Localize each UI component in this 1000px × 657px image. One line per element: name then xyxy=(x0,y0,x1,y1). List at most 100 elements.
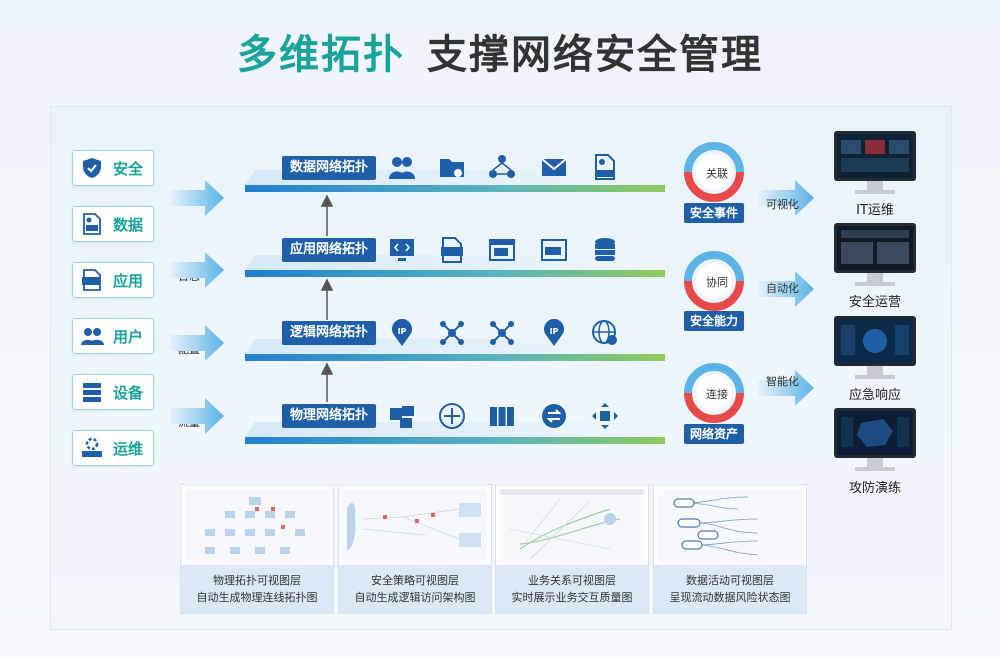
card-subtitle: 自动生成物理连线拓扑图 xyxy=(196,591,318,604)
monitor-security-ops xyxy=(834,223,916,286)
card-caption: 安全策略可视图层自动生成逻辑访问架构图 xyxy=(339,565,491,613)
card-caption: 数据活动可视图层呈现流动数据风险状态图 xyxy=(654,565,806,613)
monitor-attack-defense xyxy=(834,408,916,471)
server-rack-icon xyxy=(490,407,514,426)
app-icon xyxy=(82,269,101,291)
database-icon xyxy=(595,238,615,261)
cycle-icon xyxy=(684,363,744,423)
category-label: 用户 xyxy=(113,327,144,346)
output-label-intel: 智能化 xyxy=(766,375,799,388)
svg-text:IP: IP xyxy=(550,327,559,336)
badge-security-capability: 安全能力 xyxy=(684,311,745,331)
cycle-label: 协同 xyxy=(706,276,728,289)
data-file-icon xyxy=(83,213,101,235)
card-security-policy: 安全策略可视图层自动生成逻辑访问架构图 xyxy=(338,484,492,614)
ip-pin-icon: IP xyxy=(544,319,564,346)
category-data: 数据 xyxy=(72,206,154,242)
card-title: 业务关系可视图层 xyxy=(528,574,616,587)
dat-file-icon xyxy=(595,154,615,180)
category-users: 用户 xyxy=(72,318,154,354)
cluster-icon xyxy=(490,321,514,345)
topology-thumbnail xyxy=(500,489,644,565)
cycle-label: 连接 xyxy=(706,388,728,401)
router-icon xyxy=(439,403,465,429)
api-window-icon xyxy=(489,239,515,261)
svg-text:IP: IP xyxy=(398,327,407,336)
input-arrows xyxy=(170,180,224,434)
cluster-icon xyxy=(440,321,464,345)
input-arrow xyxy=(170,325,224,361)
email-icon xyxy=(541,158,567,176)
badge-security-event: 安全事件 xyxy=(684,203,745,223)
ip-pin-icon: IP xyxy=(392,319,412,346)
layer-label-physical: 物理网络拓扑 xyxy=(282,404,377,428)
title-highlight: 多维拓扑 xyxy=(237,32,405,78)
globe-icon xyxy=(592,320,617,345)
code-monitor-icon xyxy=(390,239,414,261)
monitor-it-ops xyxy=(834,131,916,194)
input-arrow xyxy=(170,180,224,216)
title-main: 支撑网络安全管理 xyxy=(427,32,763,78)
layer-bar-edge xyxy=(245,270,665,277)
card-subtitle: 自动生成逻辑访问架构图 xyxy=(354,591,476,604)
output-label-visual: 可视化 xyxy=(766,198,799,211)
devices-icon xyxy=(390,406,414,428)
page-title: 多维拓扑支撑网络安全管理 xyxy=(0,22,1000,80)
category-ops: 运维 xyxy=(72,430,154,466)
layer-bar-edge xyxy=(245,185,665,192)
category-label: 应用 xyxy=(113,271,144,290)
switch-icon xyxy=(542,404,566,428)
badge-network-asset: 网络资产 xyxy=(684,424,745,444)
card-title: 物理拓扑可视图层 xyxy=(213,574,301,587)
server-icon xyxy=(83,383,101,402)
card-business-relation: 业务关系可视图层实时展示业务交互质量图 xyxy=(495,484,649,614)
card-caption: 业务关系可视图层实时展示业务交互质量图 xyxy=(496,565,648,613)
users-icon xyxy=(389,157,415,179)
network-hub-icon xyxy=(592,403,618,429)
category-app: 应用 xyxy=(72,262,154,298)
card-subtitle: 呈现流动数据风险状态图 xyxy=(669,591,791,604)
category-label: 数据 xyxy=(113,215,144,234)
monitor-emergency xyxy=(834,316,916,379)
card-subtitle: 实时展示业务交互质量图 xyxy=(511,591,633,604)
app-file-icon xyxy=(441,237,463,263)
output-arrow xyxy=(758,370,814,406)
cycle-icon xyxy=(684,251,744,311)
mindmap-thumbnail xyxy=(658,489,802,565)
monitor-label: 安全运营 xyxy=(848,295,901,310)
card-title: 安全策略可视图层 xyxy=(371,574,459,587)
up-arrows xyxy=(320,194,334,402)
input-arrow xyxy=(170,398,224,434)
monitor-label: IT运维 xyxy=(856,203,894,218)
card-data-activity: 数据活动可视图层呈现流动数据风险状态图 xyxy=(653,484,807,614)
card-physical-topology: 物理拓扑可视图层自动生成物理连线拓扑图 xyxy=(180,484,334,614)
category-label: 安全 xyxy=(113,159,144,178)
category-device: 设备 xyxy=(72,374,154,410)
category-label: 运维 xyxy=(113,439,144,458)
layer-label-data: 数据网络拓扑 xyxy=(282,156,377,180)
output-label-auto: 自动化 xyxy=(766,282,799,295)
network-people-icon xyxy=(489,155,515,178)
category-security: 安全 xyxy=(72,150,154,186)
users-icon xyxy=(81,328,104,345)
monitor-label: 攻防演练 xyxy=(848,481,901,496)
shield-icon xyxy=(83,158,101,178)
layer-label-app: 应用网络拓扑 xyxy=(282,238,377,262)
card-title: 数据活动可视图层 xyxy=(686,574,774,587)
card-caption: 物理拓扑可视图层自动生成物理连线拓扑图 xyxy=(181,565,333,613)
gear-device-icon xyxy=(82,437,102,457)
layer-bar-edge xyxy=(245,437,665,444)
output-arrow xyxy=(758,271,814,307)
cycle-label: 关联 xyxy=(706,167,728,180)
output-arrow xyxy=(758,180,814,216)
category-label: 设备 xyxy=(113,383,144,402)
input-arrow xyxy=(170,252,224,288)
cycle-icon xyxy=(684,142,744,202)
sys-window-icon xyxy=(541,239,567,261)
layer-bar-edge xyxy=(245,354,665,361)
topology-thumbnail xyxy=(343,489,487,565)
monitor-label: 应急响应 xyxy=(848,388,901,403)
layer-label-logic: 逻辑网络拓扑 xyxy=(282,321,377,345)
topology-thumbnail xyxy=(185,489,329,565)
output-arrows xyxy=(758,180,814,406)
